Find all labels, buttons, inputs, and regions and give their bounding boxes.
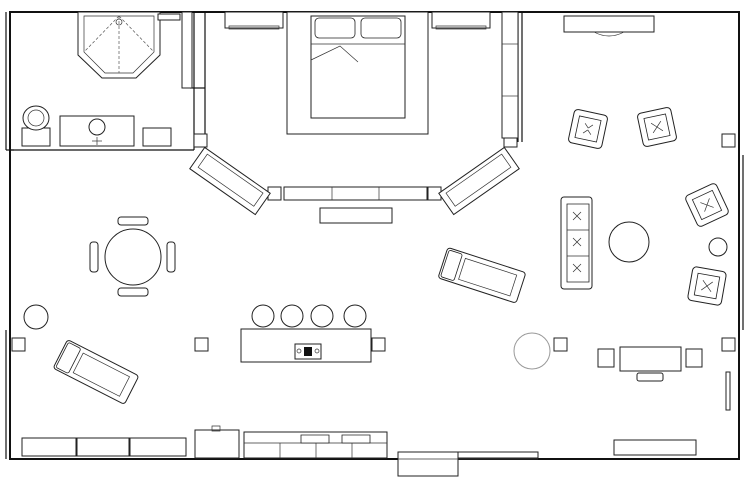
- bathroom-cabinet: [182, 12, 192, 88]
- window-bench-right: [439, 147, 519, 214]
- recliner-center: [438, 247, 526, 303]
- tv-console: [564, 16, 654, 36]
- bench-cushion: [320, 208, 392, 223]
- armchair-right-lower: [687, 266, 726, 305]
- sofa: [561, 197, 592, 289]
- structural-columns: [12, 134, 735, 351]
- armchair-top-left: [568, 109, 608, 149]
- toilet: [22, 106, 50, 146]
- armchair-right-upper: [684, 182, 729, 227]
- entry-door: [398, 452, 538, 476]
- living-area: [438, 16, 730, 455]
- bottom-bench: [614, 440, 696, 455]
- desk: [598, 347, 702, 381]
- side-table-right: [709, 238, 727, 256]
- towel-bar: [158, 14, 180, 20]
- corner-shower: [78, 12, 160, 78]
- dining-set: [90, 217, 175, 296]
- round-rug: [514, 333, 550, 369]
- wall-cabinet-right: [432, 12, 490, 28]
- closet-right: [502, 12, 518, 138]
- bedroom: [190, 12, 519, 223]
- round-stool-left: [24, 305, 48, 329]
- vanity-sink: [60, 116, 134, 146]
- wall-shelf: [726, 372, 730, 410]
- wall-cabinet-left: [225, 12, 283, 28]
- recliner-left: [53, 340, 139, 405]
- window-bench-center: [284, 187, 427, 200]
- window-bench-left: [190, 147, 270, 214]
- kitchen-island: [241, 305, 371, 362]
- round-coffee-table: [609, 222, 649, 262]
- bed: [287, 12, 428, 134]
- bathroom: [22, 12, 192, 146]
- bathroom-bench: [143, 128, 171, 146]
- bottom-counters: [22, 426, 387, 458]
- armchair-top-right: [637, 107, 677, 147]
- refrigerator: [195, 430, 239, 458]
